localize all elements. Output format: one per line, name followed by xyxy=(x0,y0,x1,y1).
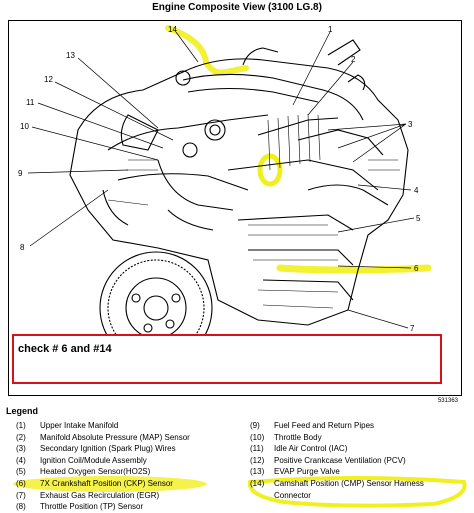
legend-item: (13)EVAP Purge Valve xyxy=(250,467,340,477)
callout-10: 10 xyxy=(20,122,29,131)
legend-right-column: (9)Fuel Feed and Return Pipes (10)Thrott… xyxy=(250,420,465,501)
callout-1: 1 xyxy=(328,25,333,34)
legend-heading: Legend xyxy=(6,406,39,416)
callout-5: 5 xyxy=(416,214,421,223)
note-box: check # 6 and #14 xyxy=(12,334,442,384)
note-text: check # 6 and #14 xyxy=(18,343,112,355)
legend-item: (11)Idle Air Control (IAC) xyxy=(250,444,348,454)
callout-14: 14 xyxy=(168,25,177,34)
legend-item: (9)Fuel Feed and Return Pipes xyxy=(250,421,375,430)
legend-left-column: (1)Upper Intake Manifold (2)Manifold Abs… xyxy=(16,420,236,513)
callout-labels: 14 13 12 11 10 9 8 1 2 3 4 5 6 7 xyxy=(18,25,421,333)
callout-6: 6 xyxy=(414,264,419,273)
callout-13: 13 xyxy=(66,51,75,60)
legend-item-highlighted: (14)Camshaft Position (CMP) Sensor Harne… xyxy=(250,478,424,488)
leader-lines xyxy=(27,31,415,329)
callout-4: 4 xyxy=(414,186,419,195)
legend-item: (1)Upper Intake Manifold xyxy=(16,421,119,430)
diagram-frame xyxy=(8,20,462,396)
legend-item: (4)Ignition Coil/Module Assembly xyxy=(16,455,147,465)
callout-3: 3 xyxy=(408,120,413,129)
callout-8: 8 xyxy=(20,243,25,252)
highlight-marks xyxy=(165,25,432,274)
legend-item-highlighted: (6)7X Crankshaft Position (CKP) Sensor xyxy=(16,478,173,488)
callout-2: 2 xyxy=(351,55,356,64)
legend-item: (12)Positive Crankcase Ventilation (PCV) xyxy=(250,455,406,465)
legend-item: (2)Manifold Absolute Pressure (MAP) Sens… xyxy=(16,432,190,442)
legend-item: (5)Heated Oxygen Sensor(HO2S) xyxy=(16,467,151,477)
legend-item-continuation: Connector xyxy=(274,490,311,500)
callout-12: 12 xyxy=(44,75,53,84)
legend-item: (3)Secondary Ignition (Spark Plug) Wires xyxy=(16,444,176,454)
engine-hatching xyxy=(107,113,400,309)
highlight-6-path xyxy=(276,264,432,274)
callout-9: 9 xyxy=(18,169,23,178)
engine-diagram: 14 13 12 11 10 9 8 1 2 3 4 5 6 7 xyxy=(18,25,432,365)
callout-11: 11 xyxy=(26,98,35,107)
legend-item: (7)Exhaust Gas Recirculation (EGR) xyxy=(16,490,160,500)
callout-7: 7 xyxy=(410,324,415,333)
engine-block xyxy=(69,39,409,326)
highlight-14-path xyxy=(165,25,249,76)
highlight-sensor-6 xyxy=(257,153,283,187)
legend-item: (10)Throttle Body xyxy=(250,432,322,442)
legend-item: (8)Throttle Position (TP) Sensor xyxy=(16,502,144,512)
diagram-title: Engine Composite View (3100 LG.8) xyxy=(152,2,322,13)
figure-code: 531363 xyxy=(437,398,458,404)
